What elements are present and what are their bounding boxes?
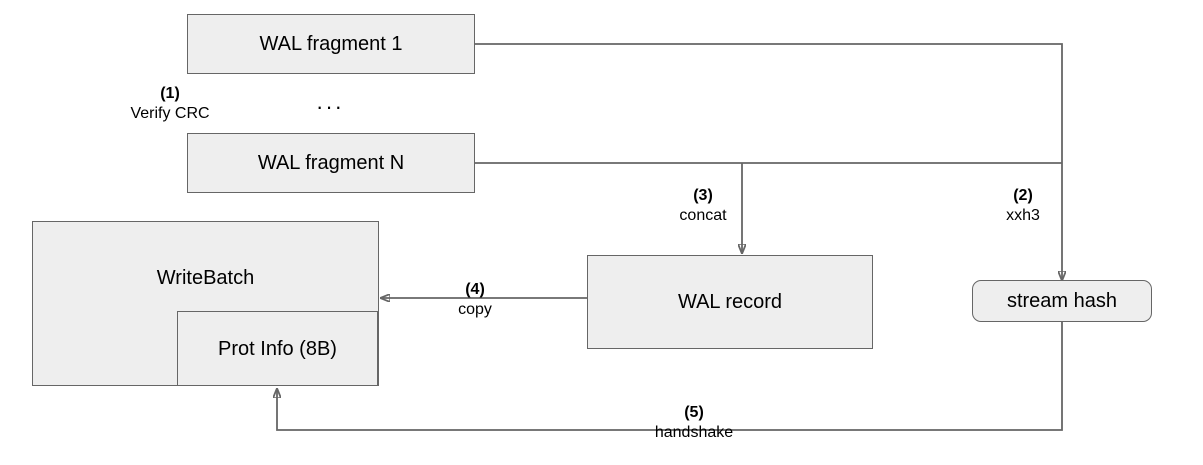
edge-label-handshake-step: (5)	[684, 404, 704, 421]
edge-label-copy-step: (4)	[465, 281, 485, 298]
edge-label-xxh3: (2) xxh3	[968, 186, 1078, 226]
node-wal-fragment-1-label: WAL fragment 1	[259, 33, 403, 55]
edge-label-handshake: (5) handshake	[614, 403, 774, 443]
edge-label-concat-caption: concat	[679, 207, 727, 224]
node-wal-record-label: WAL record	[677, 291, 783, 313]
edge-fragment1-to-stream-hash	[475, 43, 1062, 280]
node-stream-hash[interactable]: stream hash	[972, 280, 1152, 322]
edge-handshake-stream-hash-to-prot-info	[277, 321, 1063, 431]
edge-label-copy: (4) copy	[420, 280, 530, 320]
node-wal-fragment-n[interactable]: WAL fragment N	[187, 133, 475, 193]
edge-label-xxh3-step: (2)	[1013, 187, 1033, 204]
node-wal-record[interactable]: WAL record	[587, 255, 873, 349]
node-stream-hash-label: stream hash	[1006, 290, 1118, 312]
edge-label-verify-crc-step: (1)	[160, 85, 180, 102]
edge-label-copy-caption: copy	[458, 301, 492, 318]
edge-label-concat-step: (3)	[693, 187, 713, 204]
fragments-ellipsis: ···	[316, 94, 344, 119]
edge-label-handshake-caption: handshake	[654, 424, 734, 441]
edge-label-concat: (3) concat	[648, 186, 758, 226]
edge-label-verify-crc: (1) Verify CRC	[110, 84, 230, 124]
node-prot-info-label: Prot Info (8B)	[218, 337, 337, 360]
node-wal-fragment-1[interactable]: WAL fragment 1	[187, 14, 475, 74]
node-prot-info[interactable]: Prot Info (8B)	[177, 311, 378, 386]
edge-label-xxh3-caption: xxh3	[1006, 207, 1040, 224]
node-wal-fragment-n-label: WAL fragment N	[257, 152, 405, 174]
edge-label-verify-crc-caption: Verify CRC	[130, 105, 210, 122]
node-writebatch-label: WriteBatch	[156, 267, 255, 289]
